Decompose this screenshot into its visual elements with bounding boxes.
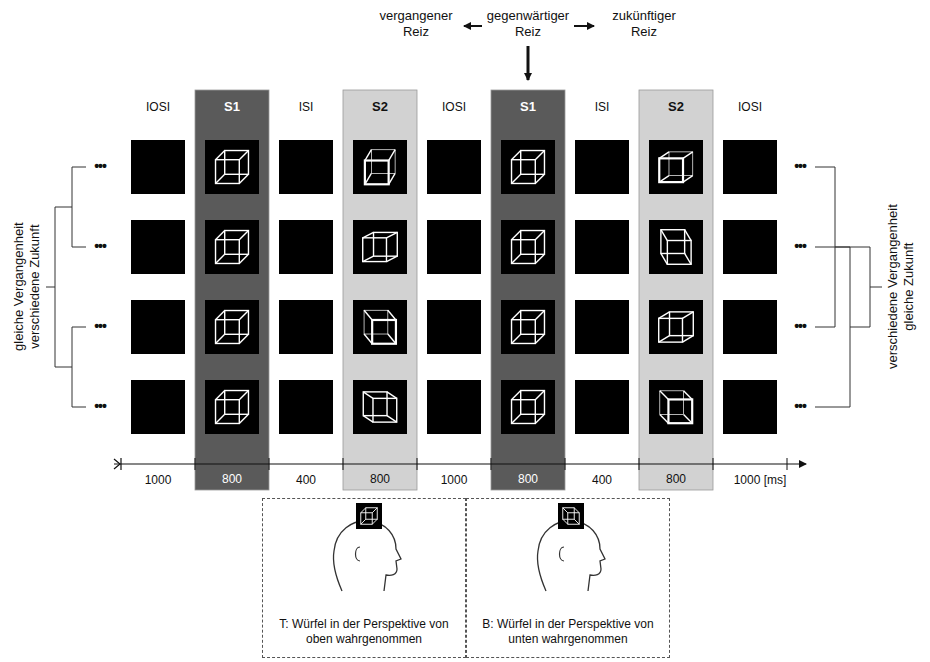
time-label: gegenwärtiger Reiz — [485, 8, 571, 39]
band-fill — [195, 90, 269, 490]
interval-name: IOSI — [442, 100, 466, 114]
continuation-dots: ••• — [94, 238, 106, 255]
interval-name: IOSI — [146, 100, 170, 114]
band-fill — [343, 90, 417, 490]
perspective-caption: T: Würfel in der Perspektive von oben wa… — [271, 617, 457, 647]
stimulus-frames — [131, 140, 777, 434]
duration-value: 1000 — [145, 473, 172, 487]
duration-value: 1000 [ms] — [734, 473, 787, 487]
stimulus-band: S2 800 — [639, 90, 713, 490]
duration-value: 800 — [343, 472, 417, 486]
time-axis — [114, 458, 806, 470]
band-fill — [491, 90, 565, 490]
perspective-box: T: Würfel in der Perspektive von oben wa… — [262, 498, 466, 658]
group-brackets — [46, 167, 882, 407]
duration-value: 800 — [195, 472, 269, 486]
stimulus-name: S2 — [343, 99, 417, 114]
perspective-caption: B: Würfel in der Perspektive von unten w… — [475, 617, 661, 647]
stimulus-name: S2 — [639, 99, 713, 114]
head-icons — [333, 503, 605, 591]
continuation-dots: ••• — [94, 158, 106, 175]
continuation-dots: ••• — [794, 238, 806, 255]
stimulus-band: S1 800 — [195, 90, 269, 490]
perspective-box: B: Würfel in der Perspektive von unten w… — [466, 498, 670, 658]
interval-name: ISI — [299, 100, 314, 114]
stimulus-band: S1 800 — [491, 90, 565, 490]
continuation-dots: ••• — [794, 158, 806, 175]
interval-name: IOSI — [738, 100, 762, 114]
duration-value: 400 — [296, 473, 316, 487]
continuation-dots: ••• — [794, 318, 806, 335]
duration-value: 1000 — [441, 473, 468, 487]
continuation-dots: ••• — [94, 318, 106, 335]
time-label: vergangener Reiz — [373, 8, 459, 39]
duration-value: 800 — [491, 472, 565, 486]
duration-value: 800 — [639, 472, 713, 486]
stimulus-name: S1 — [491, 99, 565, 114]
interval-name: ISI — [595, 100, 610, 114]
duration-value: 400 — [592, 473, 612, 487]
stimulus-name: S1 — [195, 99, 269, 114]
axis-ticks — [195, 458, 787, 470]
bracket-label: gleiche Vergangenheit verschiedene Zukun… — [11, 212, 42, 362]
stimulus-band: S2 800 — [343, 90, 417, 490]
bracket-label: verschiedene Vergangenheit gleiche Zukun… — [884, 200, 915, 375]
continuation-dots: ••• — [94, 398, 106, 415]
continuation-dots: ••• — [794, 398, 806, 415]
band-fill — [639, 90, 713, 490]
time-label: zukünftiger Reiz — [601, 8, 687, 39]
stimulus-bands — [195, 90, 713, 490]
